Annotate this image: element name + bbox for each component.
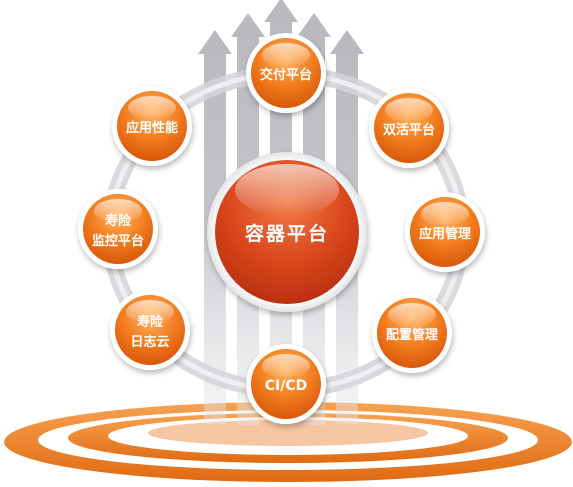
- base-platform: [4, 402, 572, 482]
- center-node: [207, 152, 367, 312]
- node-config-management: [372, 293, 452, 373]
- node-config-management-label: 配置管理: [386, 327, 438, 343]
- node-app-performance-label: 应用性能: [126, 120, 178, 136]
- node-delivery-platform: [246, 33, 326, 113]
- node-cicd-label: CI/CD: [265, 378, 308, 394]
- node-life-monitor-line1: 寿险: [105, 213, 132, 229]
- node-app-management-label: 应用管理: [419, 226, 471, 242]
- node-delivery-label: 交付平台: [260, 67, 312, 83]
- node-cicd: [246, 344, 326, 424]
- node-life-monitor-line2: 监控平台: [92, 233, 144, 249]
- center-label: 容器平台: [245, 222, 329, 245]
- node-life-logcloud-line2: 日志云: [130, 334, 169, 350]
- node-life-logcloud-line1: 寿险: [137, 314, 164, 330]
- node-app-management: [405, 192, 485, 272]
- node-life-logcloud: [110, 290, 190, 370]
- node-active-active-label: 双活平台: [383, 122, 435, 138]
- node-active-active-platform: [369, 88, 449, 168]
- node-app-performance: [112, 86, 192, 166]
- node-life-monitor: [78, 189, 158, 269]
